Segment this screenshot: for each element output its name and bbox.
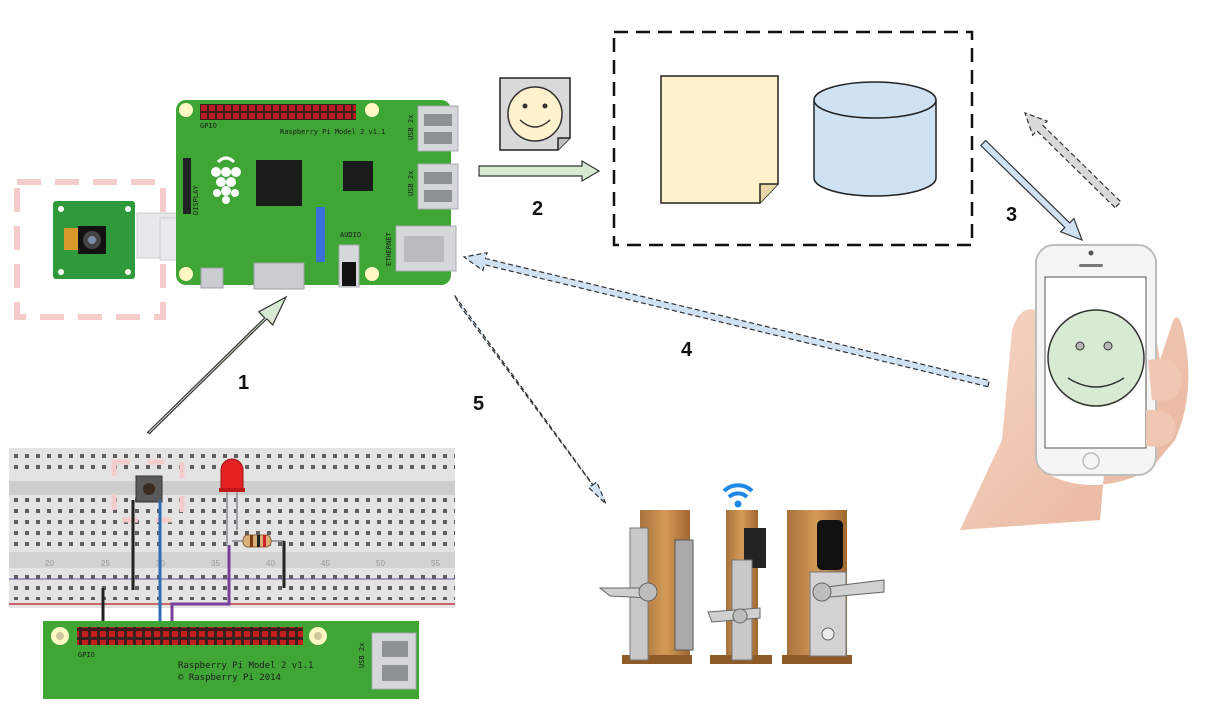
step-label-4: 4 <box>681 339 693 361</box>
dsi-label: DISPLAY <box>192 185 200 215</box>
bb-col-40: 40 <box>266 559 275 568</box>
board-label: Raspberry Pi Model 2 v1.1 <box>280 128 385 136</box>
bottom-copyright-label: © Raspberry Pi 2014 <box>178 673 281 683</box>
wire-purple <box>170 545 231 632</box>
breadboard: 20 25 30 35 40 45 50 55 <box>9 448 455 632</box>
bb-col-45: 45 <box>321 559 330 568</box>
led-icon <box>219 458 245 545</box>
door-lock-group <box>598 483 885 664</box>
arrow-3-return <box>1024 112 1122 209</box>
raspberry-pi-top: GPIO Raspberry Pi Model 2 v1.1 DISPLAY U… <box>176 100 459 290</box>
usb-controller-chip <box>343 161 373 191</box>
resistor-icon <box>232 534 284 548</box>
bb-col-20: 20 <box>45 559 54 568</box>
csi-connector <box>316 207 325 262</box>
display-connector <box>183 158 191 214</box>
arrow-1 <box>146 295 288 435</box>
raspberry-pi-bottom: GPIO Raspberry Pi Model 2 v1.1 © Raspber… <box>43 621 419 699</box>
step-label-1: 1 <box>238 372 249 394</box>
arrow-2 <box>478 159 601 183</box>
usb-port-1 <box>417 105 459 152</box>
captured-face-image-icon <box>499 77 571 151</box>
bb-col-25: 25 <box>101 559 110 568</box>
raspberry-pi-board <box>176 100 451 285</box>
micro-usb-port <box>200 267 224 289</box>
bottom-usb-label: USB 2x <box>358 643 366 668</box>
usb-port-2 <box>417 163 459 210</box>
wifi-icon <box>722 483 754 508</box>
arrow-3 <box>979 139 1084 242</box>
step-label-5: 5 <box>473 393 484 415</box>
bottom-gpio-label: GPIO <box>78 651 95 659</box>
bb-col-55: 55 <box>431 559 440 568</box>
smartphone-in-hand <box>960 244 1189 530</box>
step-label-3: 3 <box>1006 204 1017 226</box>
button-highlight-box <box>111 459 185 523</box>
soc-chip <box>256 160 302 206</box>
gpio-label: GPIO <box>200 122 217 130</box>
camera-module <box>14 179 183 320</box>
arrow-5 <box>453 295 607 505</box>
door-lock-2 <box>707 510 772 664</box>
ethernet-label: ETHERNET <box>385 231 393 266</box>
database-icon <box>813 81 937 197</box>
usb-label-2: USB 2x <box>407 171 415 196</box>
usb-label-1: USB 2x <box>407 115 415 140</box>
bb-col-50: 50 <box>376 559 385 568</box>
door-lock-3 <box>782 510 885 664</box>
arrow-4 <box>462 251 990 388</box>
bb-col-35: 35 <box>211 559 220 568</box>
step-label-2: 2 <box>532 198 543 220</box>
raspberry-logo-icon <box>211 156 241 204</box>
phone-smiley-face-icon <box>1047 309 1145 407</box>
bottom-board-label: Raspberry Pi Model 2 v1.1 <box>178 661 313 671</box>
hdmi-port <box>253 262 305 290</box>
server-boundary <box>612 30 974 247</box>
audio-label: AUDIO <box>340 231 361 239</box>
server-storage <box>612 30 974 247</box>
door-lock-1 <box>598 510 694 664</box>
